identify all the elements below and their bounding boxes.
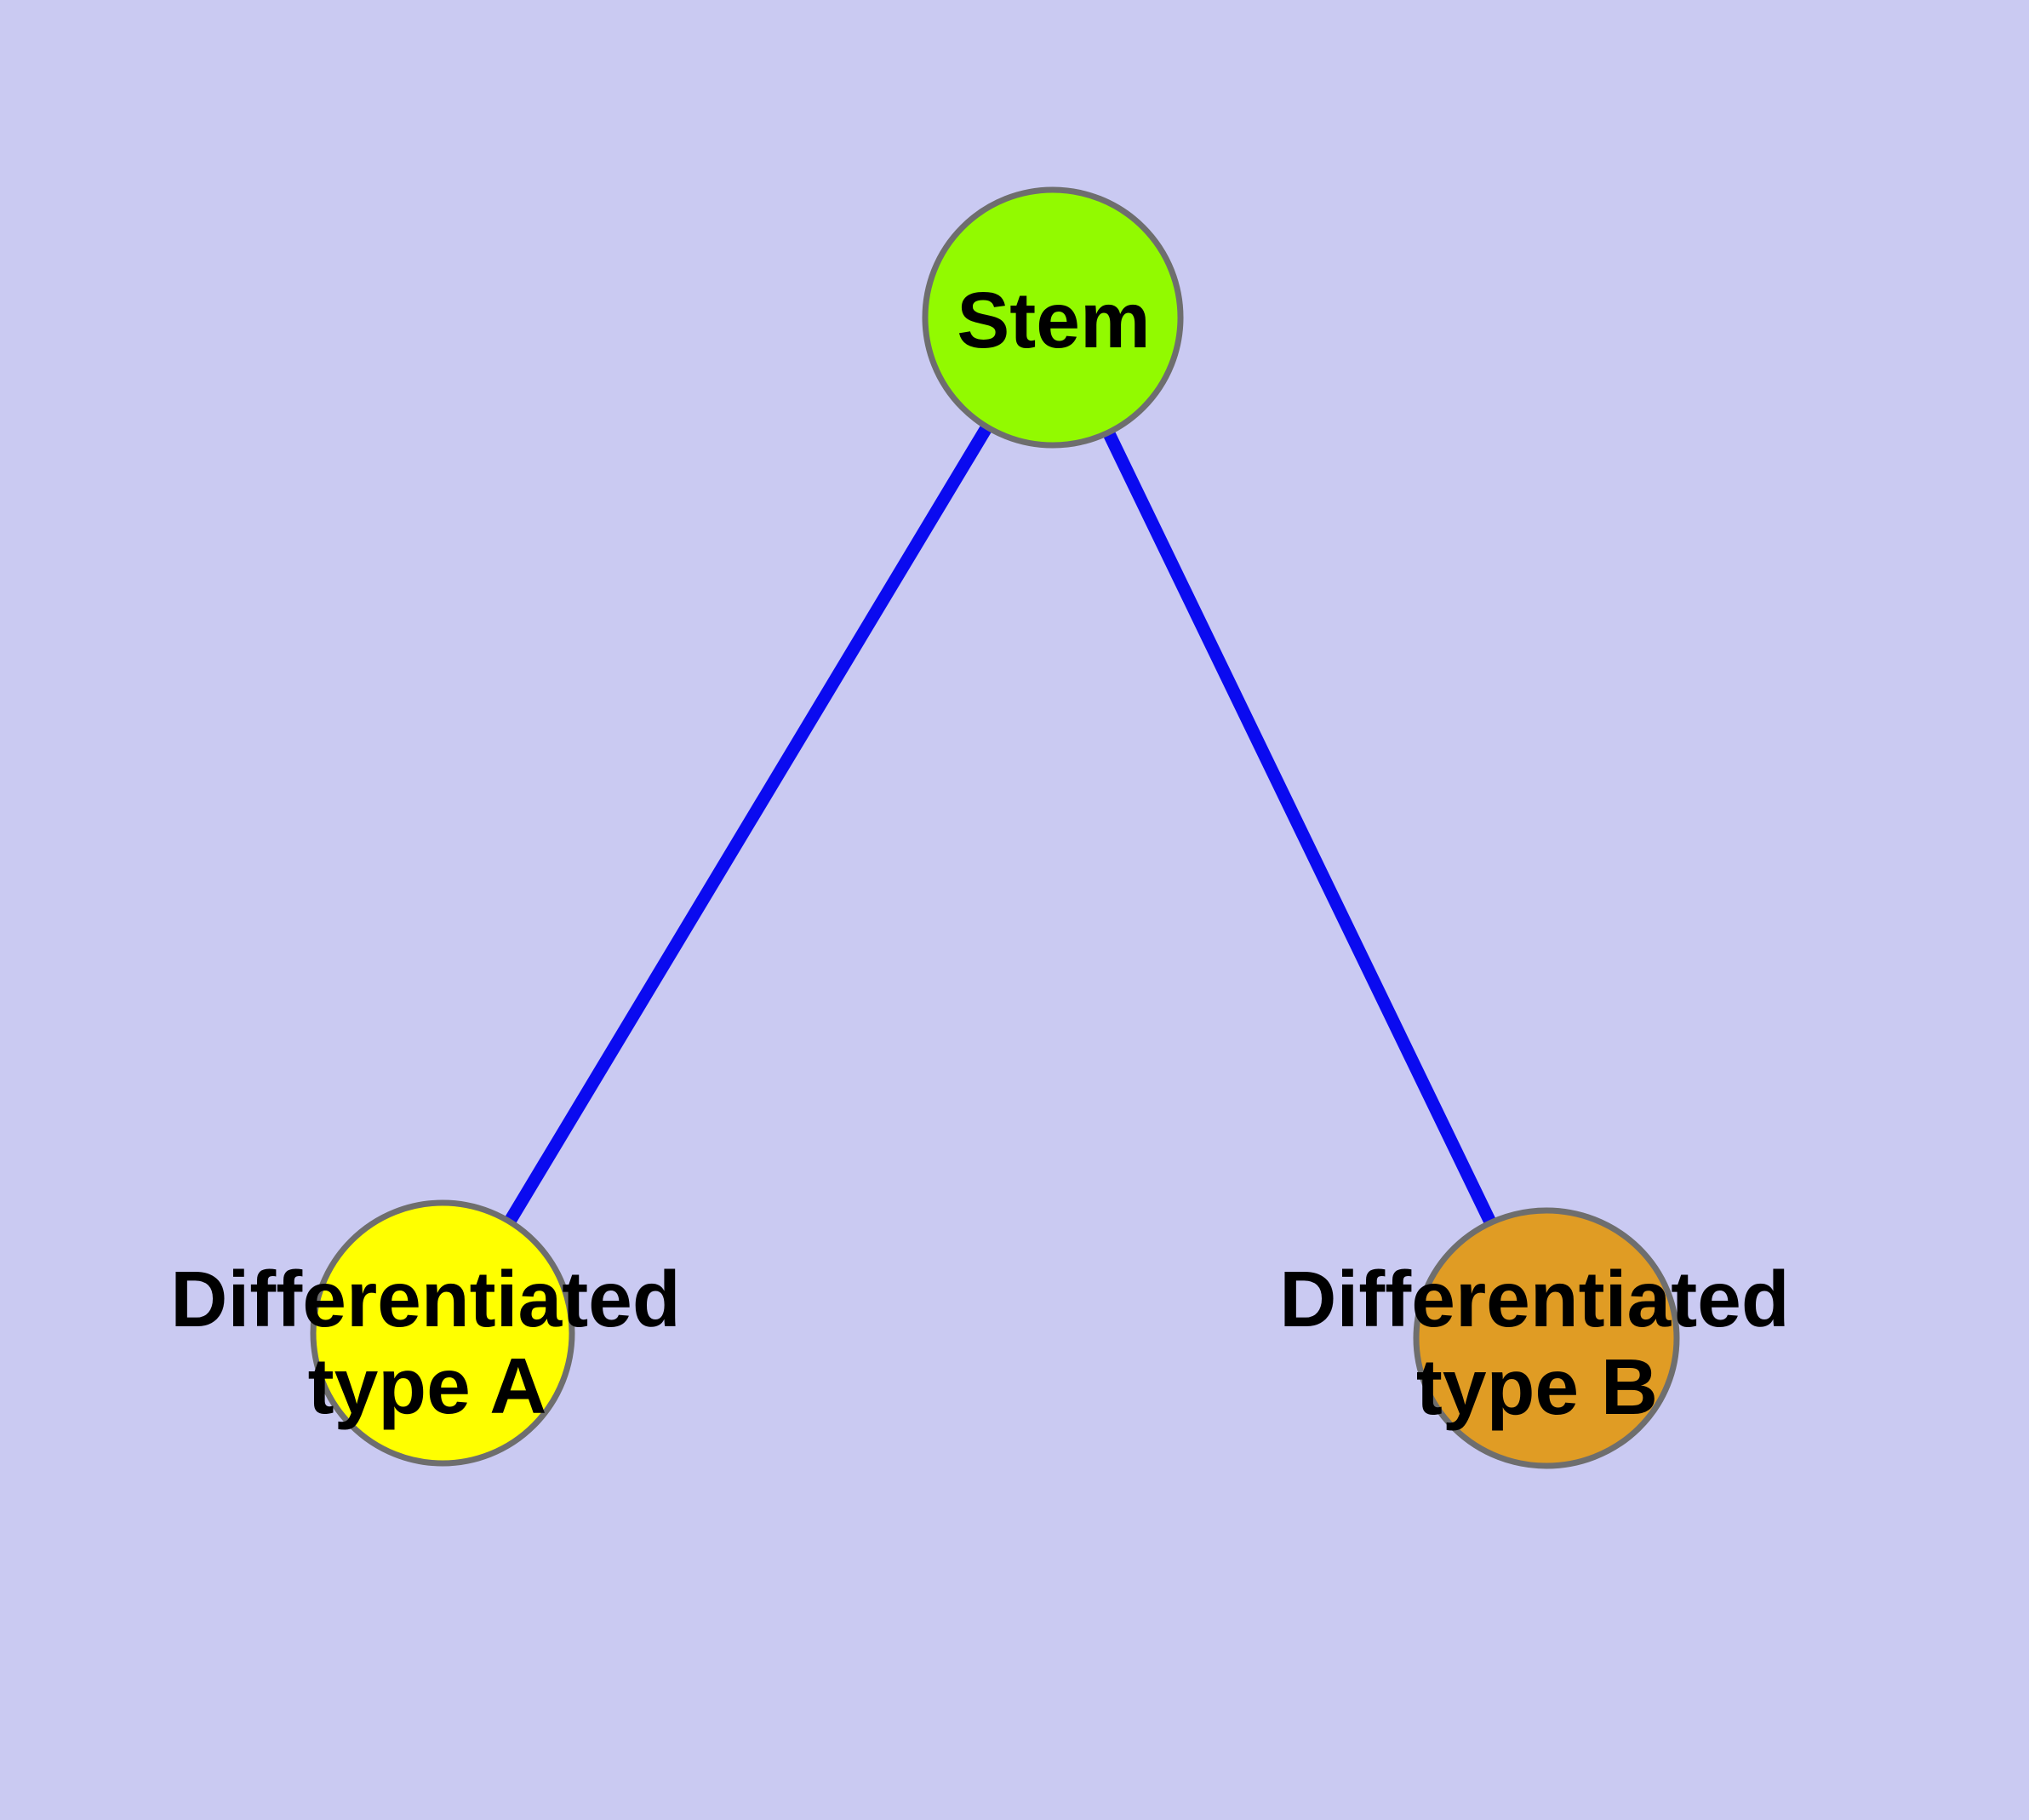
type-b-node-label-line-1: Differentiated (1279, 1255, 1789, 1343)
type-a-node-ellipse (310, 1199, 575, 1467)
node-differentiated-type-a: Differentiated type A (170, 1199, 681, 1467)
edge-stem-to-type-a (437, 314, 1059, 1336)
type-a-node-label-line-1: Differentiated (170, 1255, 680, 1343)
type-b-node-label-line-2: type B (1416, 1342, 1658, 1431)
stem-node-ellipse (922, 186, 1184, 449)
node-stem: Stem (922, 186, 1184, 449)
type-a-node-label-line-2: type A (308, 1342, 547, 1430)
stem-node-label: Stem (957, 276, 1150, 364)
node-differentiated-type-b: Differentiated type B (1279, 1207, 1790, 1469)
edge-stem-to-type-b (1047, 314, 1552, 1342)
type-b-node-ellipse (1413, 1207, 1680, 1469)
